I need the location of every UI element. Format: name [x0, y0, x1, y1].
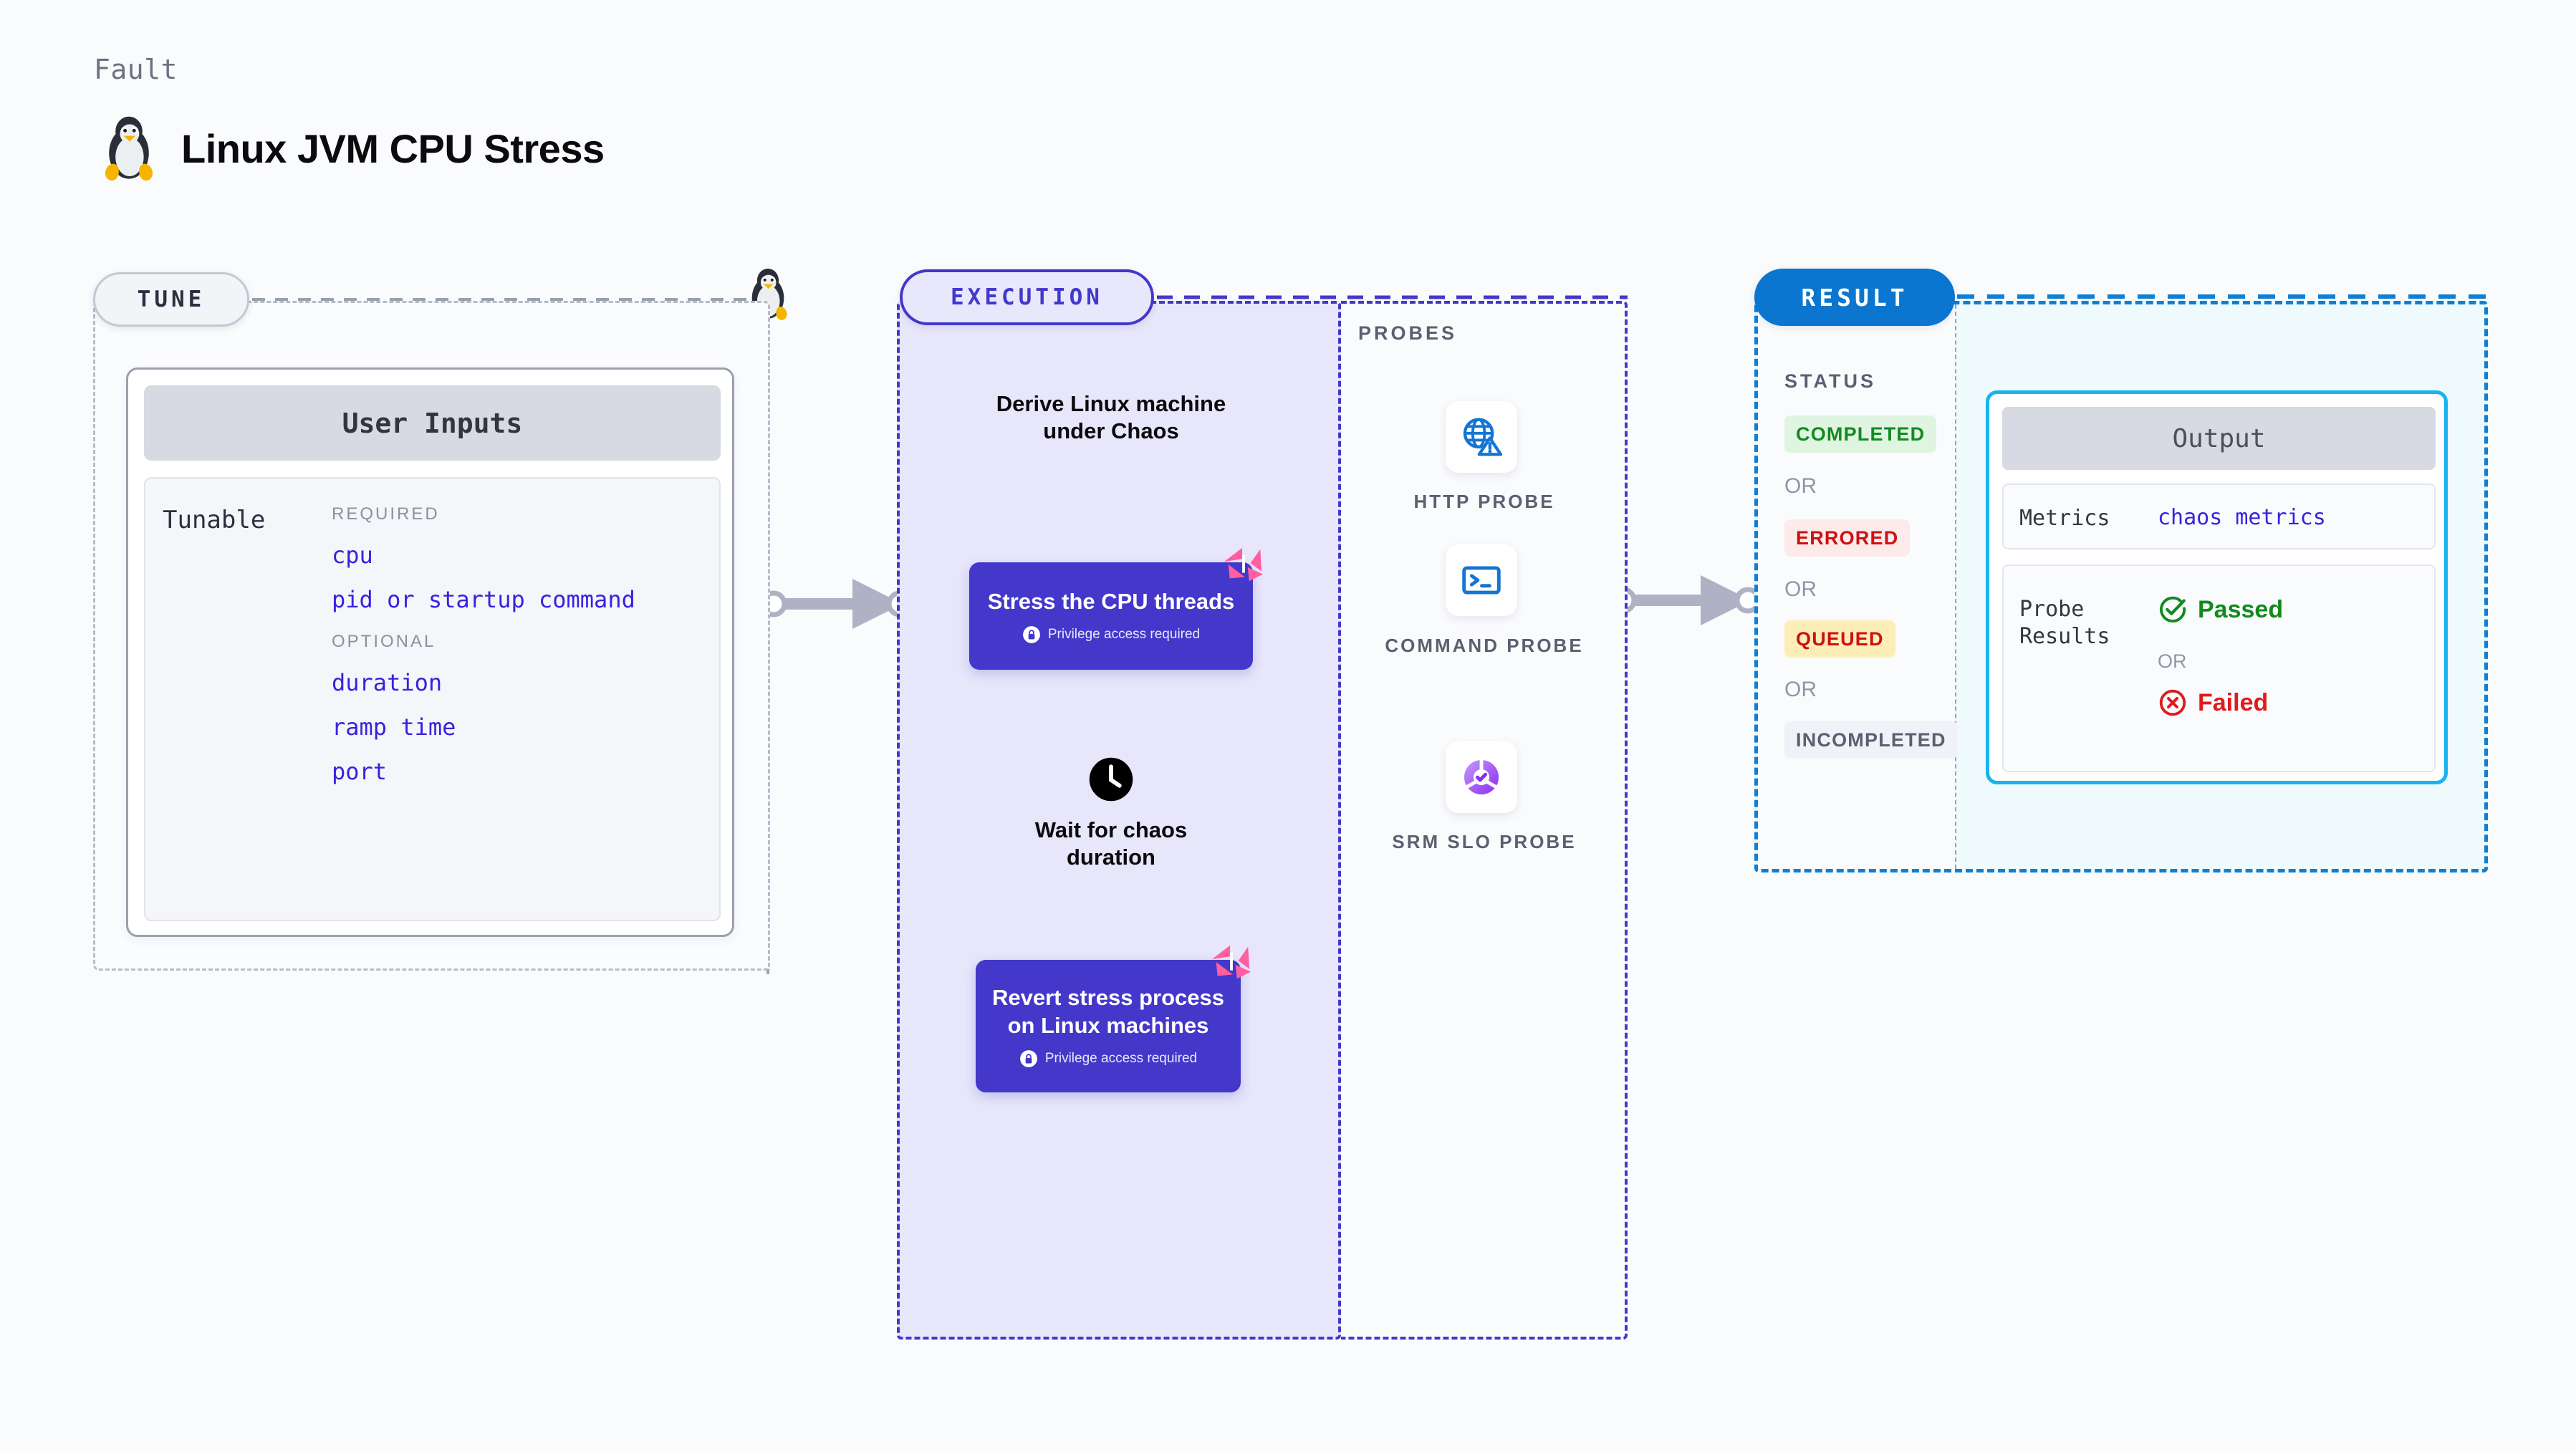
param-ramp-time[interactable]: ramp time: [332, 713, 456, 741]
tune-badge[interactable]: TUNE: [93, 272, 249, 327]
execution-badge[interactable]: EXECUTION: [900, 269, 1154, 325]
probe-result-failed: Failed: [2158, 688, 2268, 718]
execution-step-derive-machine: Derive Linux machine under Chaos: [996, 391, 1226, 444]
tunable-parameter-list: REQUIRED cpu pid or startup command OPTI…: [332, 494, 704, 785]
privilege-note-2: Privilege access required: [1019, 1049, 1197, 1068]
execution-section: [897, 301, 1341, 1340]
output-metrics-value[interactable]: chaos metrics: [2158, 505, 2326, 530]
page-title-row: Linux JVM CPU Stress: [97, 115, 605, 183]
lock-icon: [1022, 626, 1040, 644]
slo-donut-check-icon: [1464, 758, 1499, 795]
probe-caption-srm-slo: SRM SLO PROBE: [1392, 831, 1577, 852]
user-inputs-title: User Inputs: [144, 385, 721, 461]
param-pid-or-startup-command[interactable]: pid or startup command: [332, 586, 635, 613]
probe-tile-srm-slo[interactable]: [1446, 741, 1517, 813]
tunable-label: Tunable: [163, 506, 266, 534]
user-inputs-body: Tunable REQUIRED cpu pid or startup comm…: [144, 477, 721, 921]
or-separator-1: OR: [1784, 474, 1817, 498]
status-label: STATUS: [1784, 370, 1876, 392]
param-group-heading-required: REQUIRED: [332, 504, 440, 524]
linux-penguin-icon: [105, 116, 153, 181]
execution-step-stress-cpu[interactable]: Stress the CPU threads Privilege access …: [969, 547, 1264, 670]
output-row-metrics: Metrics chaos metrics: [2002, 484, 2436, 549]
probe-result-or: OR: [2158, 650, 2187, 672]
probe-caption-http: HTTP PROBE: [1413, 491, 1555, 512]
probes-label: PROBES: [1358, 322, 1458, 344]
probe-tile-http[interactable]: [1446, 401, 1517, 473]
privilege-note-text: Privilege access required: [1047, 627, 1201, 643]
status-badge-queued: QUEUED: [1784, 620, 1895, 658]
execution-step-stress-cpu-label: Stress the CPU threads: [987, 588, 1235, 614]
harness-logo-icon: [1211, 945, 1251, 979]
result-status-panel: [1758, 304, 1956, 869]
status-badge-errored: ERRORED: [1784, 519, 1911, 557]
page-eyebrow: Fault: [94, 54, 178, 85]
clock-icon: [1089, 757, 1133, 802]
probe-result-passed: Passed: [2158, 595, 2283, 625]
probe-result-passed-label: Passed: [2198, 595, 2284, 623]
or-separator-3: OR: [1784, 678, 1817, 701]
param-port[interactable]: port: [332, 758, 388, 785]
param-group-heading-optional: OPTIONAL: [332, 632, 436, 651]
probe-caption-command: COMMAND PROBE: [1385, 635, 1584, 656]
globe-warning-icon: [1463, 418, 1503, 456]
user-inputs-card: User Inputs Tunable REQUIRED cpu pid or …: [126, 367, 734, 937]
output-metrics-key: Metrics: [2019, 506, 2110, 531]
param-duration[interactable]: duration: [332, 669, 443, 696]
probe-tile-command[interactable]: [1446, 544, 1517, 616]
terminal-icon: [1462, 566, 1501, 595]
status-badge-completed: COMPLETED: [1784, 415, 1937, 453]
execution-step-revert-stress-label: Revert stress process on Linux machines: [992, 985, 1224, 1038]
harness-logo-icon: [1224, 547, 1264, 582]
result-badge[interactable]: RESULT: [1754, 269, 1955, 326]
or-separator-2: OR: [1784, 577, 1817, 601]
execution-step-wait-duration: Wait for chaos duration: [1034, 817, 1188, 870]
status-badge-incompleted: INCOMPLETED: [1784, 721, 1958, 759]
privilege-note: Privilege access required: [1022, 625, 1200, 644]
privilege-note-text-2: Privilege access required: [1044, 1050, 1198, 1066]
lock-icon: [1019, 1050, 1037, 1067]
x-circle-icon: [2159, 689, 2186, 716]
probe-result-failed-label: Failed: [2198, 688, 2269, 716]
page-title: Linux JVM CPU Stress: [181, 126, 605, 171]
check-circle-icon: [2160, 596, 2186, 622]
output-title: Output: [2002, 407, 2436, 470]
execution-step-revert-stress[interactable]: Revert stress process on Linux machines …: [976, 945, 1251, 1092]
probes-section: [1341, 301, 1628, 1340]
param-cpu[interactable]: cpu: [332, 542, 373, 569]
